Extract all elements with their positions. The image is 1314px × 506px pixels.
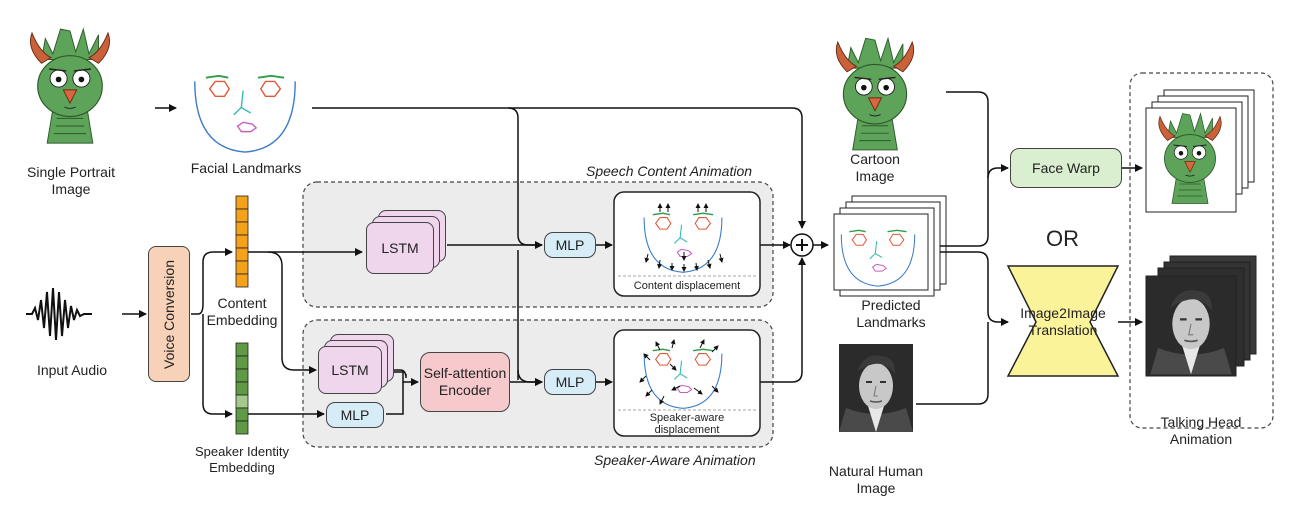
speaker-displacement-arrows <box>639 339 719 405</box>
predicted-landmarks-stack <box>833 195 947 297</box>
talking-head-label: Talking Head Animation <box>1160 414 1242 447</box>
mlp-top: MLP <box>544 232 596 258</box>
speaker-aware-animation-title: Speaker-Aware Animation <box>594 452 756 468</box>
arrow-mlp-attn <box>386 382 404 415</box>
image2image-label: Image2Image Translation <box>1020 305 1106 338</box>
arrow-speaker-disp-plus <box>760 257 806 383</box>
arrow-landmarks-plus <box>508 107 806 229</box>
mlp-bottom: MLP <box>544 369 596 395</box>
speaker-embedding-vector <box>235 342 249 435</box>
lstm-bottom: LSTM <box>318 346 382 394</box>
self-attention-encoder: Self-attention Encoder <box>420 352 510 412</box>
arrow-to-image2image <box>940 251 1009 326</box>
speech-content-animation-title: Speech Content Animation <box>586 163 753 179</box>
or-label: OR <box>1046 226 1079 251</box>
content-displacement-arrows <box>644 203 724 272</box>
content-embedding-vector <box>235 195 249 288</box>
content-displacement-label: Content displacement <box>633 280 741 292</box>
arrow-cartoon-merge <box>940 91 989 247</box>
arrow-content-lstm-bottom <box>267 251 317 374</box>
content-embedding-label: Content Embedding <box>206 295 278 328</box>
arrow-vc-content <box>191 248 233 315</box>
single-portrait-label: Single Portrait Image <box>27 164 115 197</box>
talking-head-panel <box>1129 72 1274 429</box>
cartoon-image-label: Cartoon Image <box>850 151 900 184</box>
output-human-frames <box>1145 255 1257 377</box>
speaker-displacement-label: Speaker-aware displacement <box>649 412 725 436</box>
speaker-displacement-box <box>613 329 761 437</box>
single-portrait-image <box>29 28 111 144</box>
cartoon-image <box>835 37 915 151</box>
facial-landmarks-label: Facial Landmarks <box>190 160 302 176</box>
input-audio-label: Input Audio <box>36 362 108 378</box>
natural-human-image <box>838 343 914 433</box>
arrow-human-image2image <box>916 322 989 405</box>
arrow-vc-speaker <box>202 314 233 418</box>
face-warp-box: Face Warp <box>1010 148 1122 188</box>
mlp-speaker: MLP <box>326 402 384 428</box>
speaker-embedding-label: Speaker Identity Embedding <box>195 444 289 475</box>
lstm-top: LSTM <box>366 222 434 274</box>
waveform-icon <box>26 287 92 341</box>
content-displacement-box <box>613 191 761 297</box>
facial-landmarks-image <box>193 74 297 154</box>
output-cartoon-frames <box>1145 89 1255 213</box>
voice-conversion-box: Voice Conversion <box>148 246 190 382</box>
image2image-shape <box>1006 265 1120 377</box>
predicted-landmarks-label: Predicted Landmarks <box>856 297 926 330</box>
arrow-lstm-attn <box>392 371 419 386</box>
natural-human-image-label: Natural Human Image <box>828 463 924 496</box>
arrow-to-face-warp <box>987 164 1009 179</box>
